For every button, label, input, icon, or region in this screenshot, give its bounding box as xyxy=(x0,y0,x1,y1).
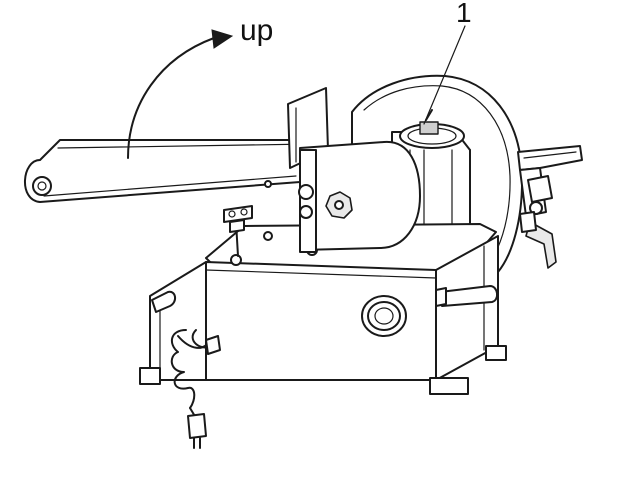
tilt-lock-handle xyxy=(519,211,557,269)
callout-leader xyxy=(423,25,466,125)
power-cord xyxy=(170,329,221,449)
sanding-belt-arm xyxy=(24,87,421,257)
direction-label: up xyxy=(240,14,273,47)
disc-guard xyxy=(351,74,524,273)
callout-number: 1 xyxy=(456,0,472,28)
disc-table xyxy=(517,145,583,217)
rotate-up-arrow xyxy=(127,29,234,159)
